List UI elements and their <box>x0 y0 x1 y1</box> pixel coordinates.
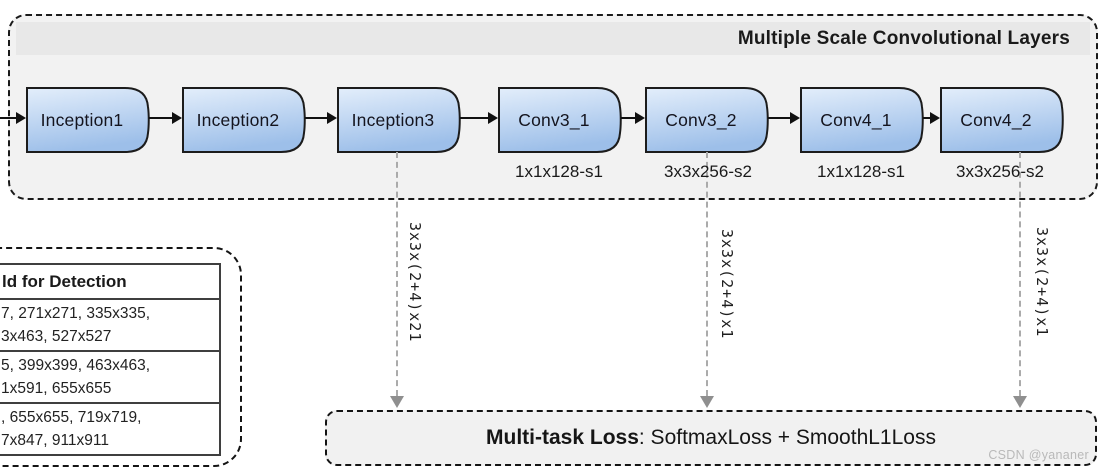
arrowhead-icon <box>172 112 182 124</box>
block-label: Inception2 <box>196 109 280 130</box>
table-cell-line: 1x591, 655x655 <box>1 380 112 397</box>
receptive-field-table: ld for Detection 7, 271x271, 335x335, 3x… <box>0 263 221 456</box>
block-label: Conv3_1 <box>518 109 590 130</box>
branch-kernel-label-2: 3x3x(2+4)x1 <box>718 229 736 340</box>
table-cell-line: , 655x655, 719x719, <box>1 409 142 426</box>
block-inception2: Inception2 <box>182 87 307 153</box>
flow-line <box>460 117 488 119</box>
arrowhead-icon <box>635 112 645 124</box>
loss-title: Multi-task Loss <box>486 426 639 449</box>
entry-arrowhead-icon <box>16 112 26 124</box>
param-label-conv3-1: 1x1x128-s1 <box>515 162 603 181</box>
watermark-text: CSDN @yananer <box>988 448 1089 462</box>
branch-kernel-label-3: 3x3x(2+4)x1 <box>1033 227 1051 338</box>
block-conv3-2: Conv3_2 <box>645 87 770 153</box>
multi-task-loss-box: Multi-task Loss: SoftmaxLoss + SmoothL1L… <box>325 410 1097 466</box>
panel-title: Multiple Scale Convolutional Layers <box>737 27 1070 49</box>
flow-line <box>149 117 172 119</box>
entry-flow-line <box>0 117 16 119</box>
param-label-conv4-1: 1x1x128-s1 <box>817 162 905 181</box>
branch-kernel-label-1: 3x3x(2+4)x21 <box>406 222 424 343</box>
down-arrowhead-icon <box>390 396 404 408</box>
block-shape <box>498 87 622 153</box>
loss-text: Multi-task Loss: SoftmaxLoss + SmoothL1L… <box>486 426 936 450</box>
table-cell-line: 3x463, 527x527 <box>1 328 112 345</box>
table-row: 5, 399x399, 463x463, 1x591, 655x655 <box>0 350 219 402</box>
block-inception1: Inception1 <box>26 87 151 153</box>
flow-line <box>768 117 790 119</box>
block-shape <box>800 87 924 153</box>
arrowhead-icon <box>327 112 337 124</box>
block-shape <box>645 87 769 153</box>
block-shape <box>26 87 150 153</box>
down-arrowhead-icon <box>700 396 714 408</box>
arrowhead-icon <box>930 112 940 124</box>
block-conv4-1: Conv4_1 <box>800 87 925 153</box>
block-conv3-1: Conv3_1 <box>498 87 623 153</box>
block-shape <box>337 87 461 153</box>
arrowhead-icon <box>488 112 498 124</box>
block-label: Conv3_2 <box>665 109 737 130</box>
loss-detail: : SoftmaxLoss + SmoothL1Loss <box>638 426 936 449</box>
branch-line-conv3-2 <box>706 152 708 396</box>
block-shape <box>940 87 1064 153</box>
flow-line <box>305 117 327 119</box>
table-row: , 655x655, 719x719, 7x847, 911x911 <box>0 402 219 454</box>
flow-line <box>923 117 930 119</box>
branch-line-inception3 <box>396 152 398 396</box>
block-label: Inception1 <box>40 109 124 130</box>
block-inception3: Inception3 <box>337 87 462 153</box>
param-label-conv4-2: 3x3x256-s2 <box>956 162 1044 181</box>
block-conv4-2: Conv4_2 <box>940 87 1065 153</box>
block-label: Conv4_1 <box>820 109 892 130</box>
down-arrowhead-icon <box>1013 396 1027 408</box>
block-shape <box>182 87 306 153</box>
arrowhead-icon <box>790 112 800 124</box>
table-cell-line: 7x847, 911x911 <box>1 432 110 449</box>
branch-line-conv4-2 <box>1019 152 1021 396</box>
block-label: Conv4_2 <box>960 109 1032 130</box>
flow-line <box>621 117 635 119</box>
panel-header-bar: Multiple Scale Convolutional Layers <box>16 22 1090 55</box>
table-header: ld for Detection <box>2 271 127 291</box>
table-cell-line: 7, 271x271, 335x335, <box>1 305 151 322</box>
table-row: 7, 271x271, 335x335, 3x463, 527x527 <box>0 298 219 350</box>
param-label-conv3-2: 3x3x256-s2 <box>664 162 752 181</box>
table-cell-line: 5, 399x399, 463x463, <box>1 357 151 374</box>
block-label: Inception3 <box>351 109 435 130</box>
